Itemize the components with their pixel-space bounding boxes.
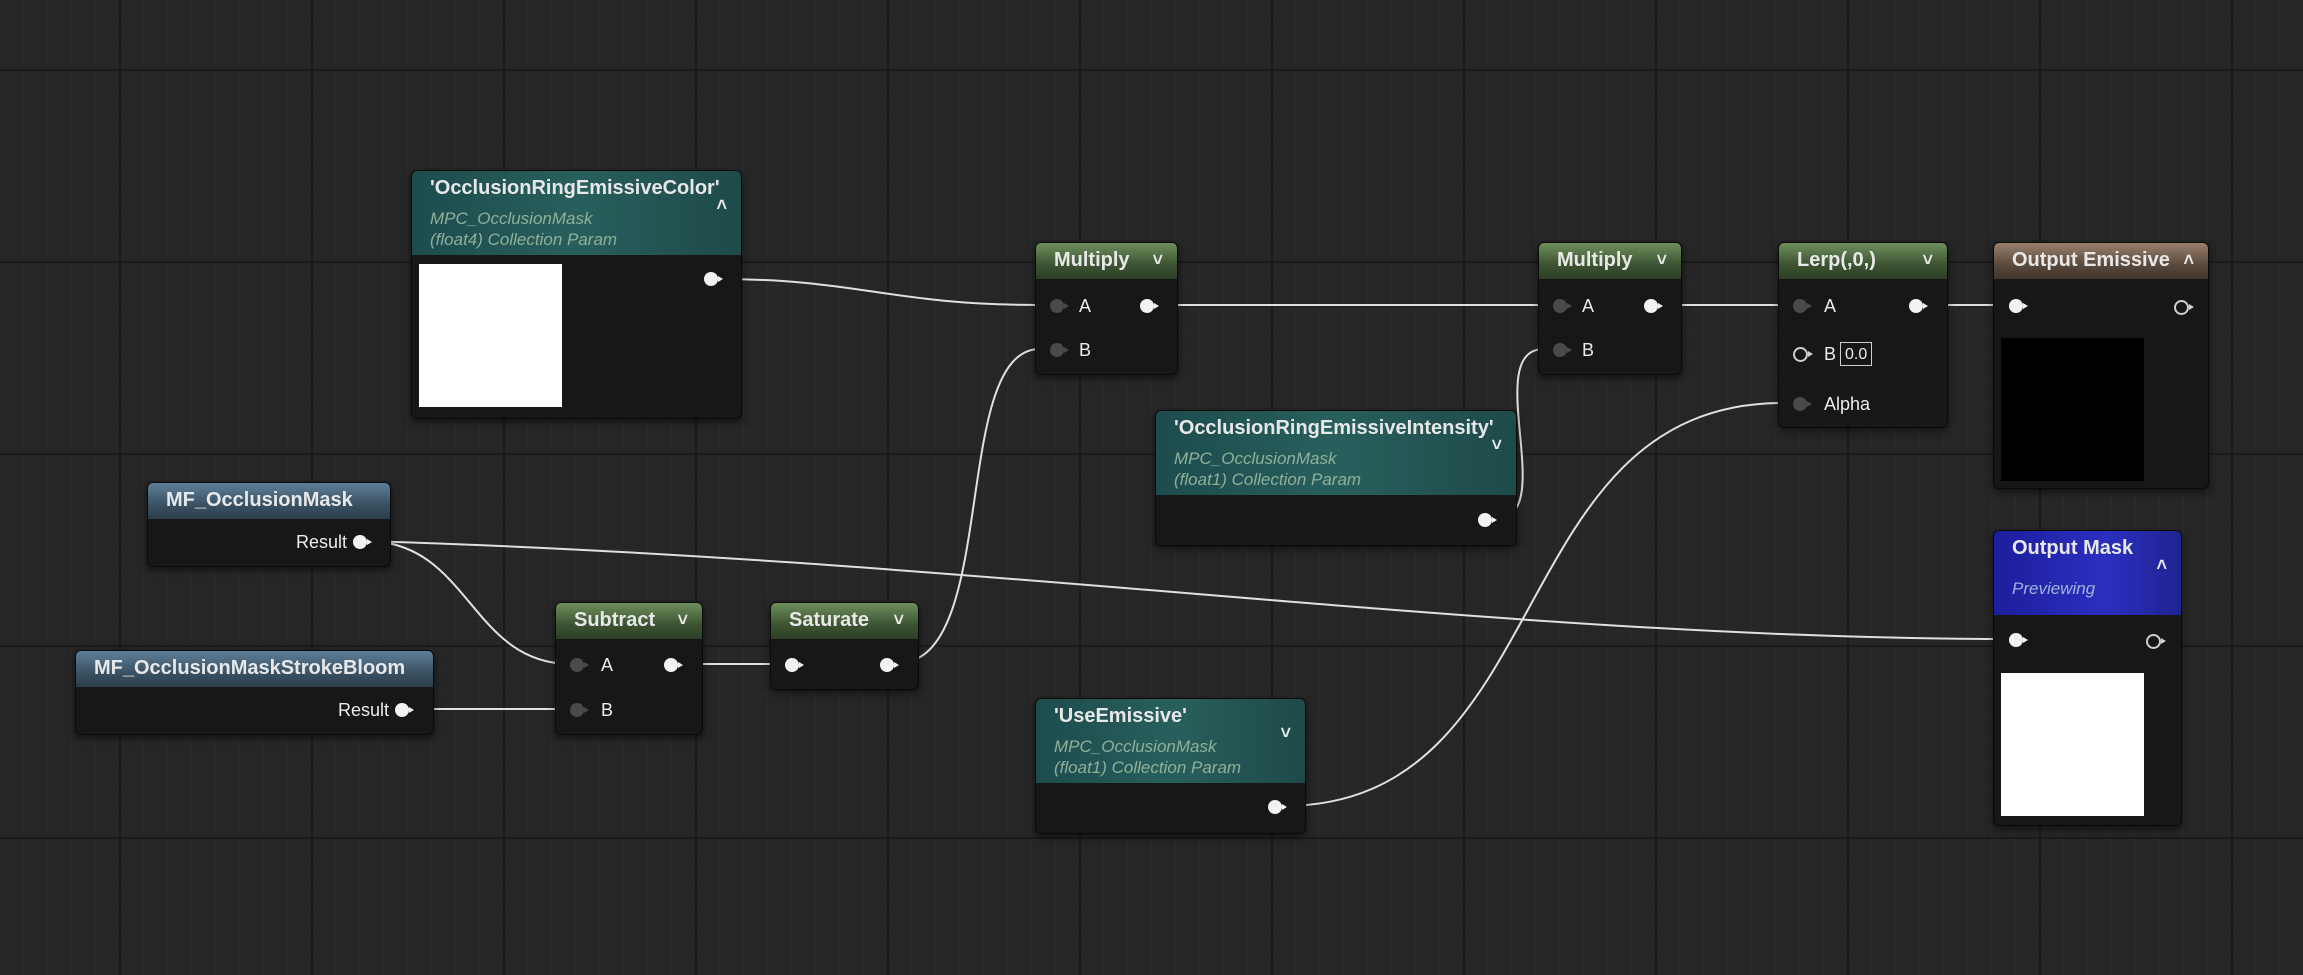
node-lerp[interactable]: Lerp(,0,) ˅ A B 0.0 Alpha: [1778, 242, 1948, 428]
output-pin[interactable]: [664, 658, 683, 672]
node-title: 'OcclusionRingEmissiveIntensity': [1174, 417, 1494, 439]
node-header[interactable]: Multiply ˅: [1539, 243, 1681, 279]
result-output-pin[interactable]: [353, 535, 372, 549]
node-title: Saturate: [789, 609, 870, 631]
node-header[interactable]: 'OcclusionRingEmissiveIntensity' MPC_Occ…: [1156, 411, 1516, 495]
wire-color-to-multiply1-a: [717, 278, 1041, 306]
chevron-up-icon[interactable]: ˄: [2156, 555, 2167, 575]
node-subtract[interactable]: Subtract ˅ A B: [555, 602, 703, 735]
node-header[interactable]: Output Emissive ˄: [1994, 243, 2208, 279]
node-use-emissive[interactable]: 'UseEmissive' MPC_OcclusionMask (float1)…: [1035, 698, 1306, 834]
b-value-field[interactable]: 0.0: [1840, 342, 1873, 366]
node-title: Multiply: [1054, 249, 1130, 271]
node-header[interactable]: Saturate ˅: [771, 603, 918, 639]
output-pin[interactable]: [704, 272, 723, 286]
output-pin[interactable]: [2174, 300, 2194, 315]
output-pin[interactable]: [1644, 299, 1663, 313]
node-mf-occlusion-mask[interactable]: MF_OcclusionMask Result: [147, 482, 391, 567]
node-multiply-1[interactable]: Multiply ˅ A B: [1035, 242, 1178, 375]
input-pin-a[interactable]: [1553, 299, 1572, 313]
output-pin[interactable]: [1268, 800, 1287, 814]
input-pin[interactable]: [785, 658, 804, 672]
node-saturate[interactable]: Saturate ˅: [770, 602, 919, 690]
node-title: 'OcclusionRingEmissiveColor': [430, 177, 720, 199]
output-pin[interactable]: [880, 658, 899, 672]
node-title: Output Mask: [2012, 537, 2134, 559]
node-title: Output Emissive: [2012, 249, 2170, 271]
result-pin-label: Result: [338, 700, 390, 720]
pin-label-a: A: [1824, 296, 1837, 316]
node-header[interactable]: Lerp(,0,) ˅: [1779, 243, 1947, 279]
param-type: (float4) Collection Param: [430, 230, 618, 249]
node-header[interactable]: Multiply ˅: [1036, 243, 1177, 279]
pin-label-a: A: [601, 655, 614, 675]
input-pin-b[interactable]: [1793, 347, 1813, 362]
result-output-pin[interactable]: [395, 703, 414, 717]
pin-label-a: A: [1582, 296, 1595, 316]
pin-label-b: B: [1824, 344, 1837, 364]
chevron-down-icon[interactable]: ˅: [893, 610, 904, 630]
input-pin[interactable]: [2009, 299, 2028, 313]
node-output-mask[interactable]: Output Mask Previewing ˄: [1993, 530, 2182, 826]
collection-name: MPC_OcclusionMask: [430, 209, 593, 228]
node-multiply-2[interactable]: Multiply ˅ A B: [1538, 242, 1682, 375]
node-title: Lerp(,0,): [1797, 249, 1876, 271]
chevron-down-icon[interactable]: ˅: [1280, 723, 1291, 743]
input-pin-a[interactable]: [1050, 299, 1069, 313]
chevron-up-icon[interactable]: ˄: [2183, 250, 2194, 270]
node-mf-occlusion-mask-stroke-bloom[interactable]: MF_OcclusionMaskStrokeBloom Result: [75, 650, 434, 735]
input-pin-b[interactable]: [1553, 343, 1572, 357]
output-pin[interactable]: [1909, 299, 1928, 313]
output-pin[interactable]: [2146, 634, 2166, 649]
node-header[interactable]: Output Mask Previewing ˄: [1994, 531, 2181, 615]
input-pin-alpha[interactable]: [1793, 397, 1812, 411]
node-header[interactable]: Subtract ˅: [556, 603, 702, 639]
node-title: Subtract: [574, 609, 656, 631]
input-pin-a[interactable]: [1793, 299, 1812, 313]
pin-label-b: B: [1582, 340, 1595, 360]
preview-swatch: [2001, 338, 2144, 481]
wire-saturate-to-multiply1-b: [897, 348, 1041, 664]
collection-name: MPC_OcclusionMask: [1174, 449, 1337, 468]
param-type: (float1) Collection Param: [1054, 758, 1242, 777]
chevron-down-icon[interactable]: ˅: [1491, 435, 1502, 455]
result-pin-label: Result: [296, 532, 348, 552]
node-occlusion-ring-emissive-intensity[interactable]: 'OcclusionRingEmissiveIntensity' MPC_Occ…: [1155, 410, 1517, 546]
node-output-emissive[interactable]: Output Emissive ˄: [1993, 242, 2209, 489]
node-header[interactable]: MF_OcclusionMaskStrokeBloom: [76, 651, 433, 687]
node-header[interactable]: MF_OcclusionMask: [148, 483, 390, 519]
input-pin-b[interactable]: [570, 703, 589, 717]
previewing-status: Previewing: [2012, 579, 2096, 598]
input-pin-a[interactable]: [570, 658, 589, 672]
chevron-down-icon[interactable]: ˅: [677, 610, 688, 630]
chevron-down-icon[interactable]: ˅: [1922, 250, 1933, 270]
node-title: MF_OcclusionMaskStrokeBloom: [94, 657, 406, 679]
chevron-up-icon[interactable]: ˄: [716, 195, 727, 215]
node-title: Multiply: [1557, 249, 1633, 271]
pin-label-a: A: [1079, 296, 1092, 316]
node-header[interactable]: 'OcclusionRingEmissiveColor' MPC_Occlusi…: [412, 171, 741, 255]
pin-label-b: B: [601, 700, 614, 720]
node-title: MF_OcclusionMask: [166, 489, 353, 511]
chevron-down-icon[interactable]: ˅: [1656, 250, 1667, 270]
chevron-down-icon[interactable]: ˅: [1152, 250, 1163, 270]
output-pin[interactable]: [1140, 299, 1159, 313]
collection-name: MPC_OcclusionMask: [1054, 737, 1217, 756]
pin-label-b: B: [1079, 340, 1092, 360]
node-occlusion-ring-emissive-color[interactable]: 'OcclusionRingEmissiveColor' MPC_Occlusi…: [411, 170, 742, 419]
color-preview-swatch: [419, 264, 562, 407]
node-header[interactable]: 'UseEmissive' MPC_OcclusionMask (float1)…: [1036, 699, 1305, 783]
param-type: (float1) Collection Param: [1174, 470, 1362, 489]
output-pin[interactable]: [1478, 513, 1497, 527]
node-title: 'UseEmissive': [1054, 705, 1187, 727]
input-pin[interactable]: [2009, 633, 2028, 647]
pin-label-alpha: Alpha: [1824, 394, 1871, 414]
preview-swatch: [2001, 673, 2144, 816]
input-pin-b[interactable]: [1050, 343, 1069, 357]
wire-mask-to-subtract-a: [365, 540, 572, 665]
